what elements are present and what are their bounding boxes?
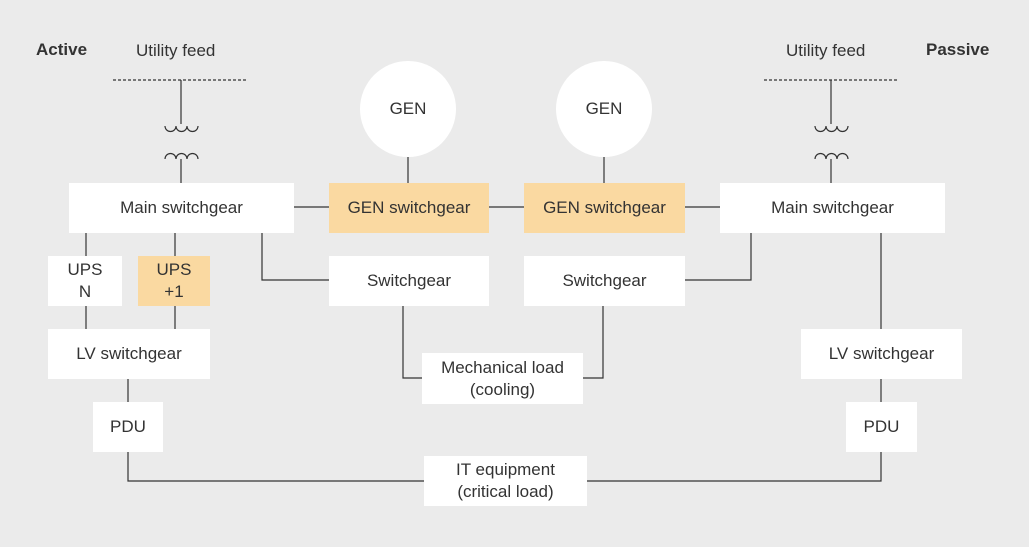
transformer-left-lower xyxy=(164,152,199,160)
ups-n: UPS N xyxy=(48,256,122,306)
passive-label: Passive xyxy=(926,40,990,59)
main-switchgear-right: Main switchgear xyxy=(720,183,945,233)
generator-right: GEN xyxy=(556,61,652,157)
gen-switchgear-right: GEN switchgear xyxy=(524,183,685,233)
pdu-left: PDU xyxy=(93,402,163,452)
switchgear-right: Switchgear xyxy=(524,256,685,306)
gen-switchgear-left: GEN switchgear xyxy=(329,183,489,233)
transformer-left-upper xyxy=(164,125,199,133)
lv-switchgear-right: LV switchgear xyxy=(801,329,962,379)
utility-feed-label-left: Utility feed xyxy=(136,41,216,60)
active-label: Active xyxy=(36,40,88,59)
ups-plus-one: UPS +1 xyxy=(138,256,210,306)
transformer-right-upper xyxy=(814,125,849,133)
switchgear-left: Switchgear xyxy=(329,256,489,306)
generator-left: GEN xyxy=(360,61,456,157)
utility-feed-label-right: Utility feed xyxy=(786,41,866,60)
transformer-right-lower xyxy=(814,152,849,160)
main-switchgear-left: Main switchgear xyxy=(69,183,294,233)
pdu-right: PDU xyxy=(846,402,917,452)
lv-switchgear-left: LV switchgear xyxy=(48,329,210,379)
it-equipment: IT equipment (critical load) xyxy=(424,456,587,506)
mechanical-load: Mechanical load (cooling) xyxy=(422,353,583,404)
